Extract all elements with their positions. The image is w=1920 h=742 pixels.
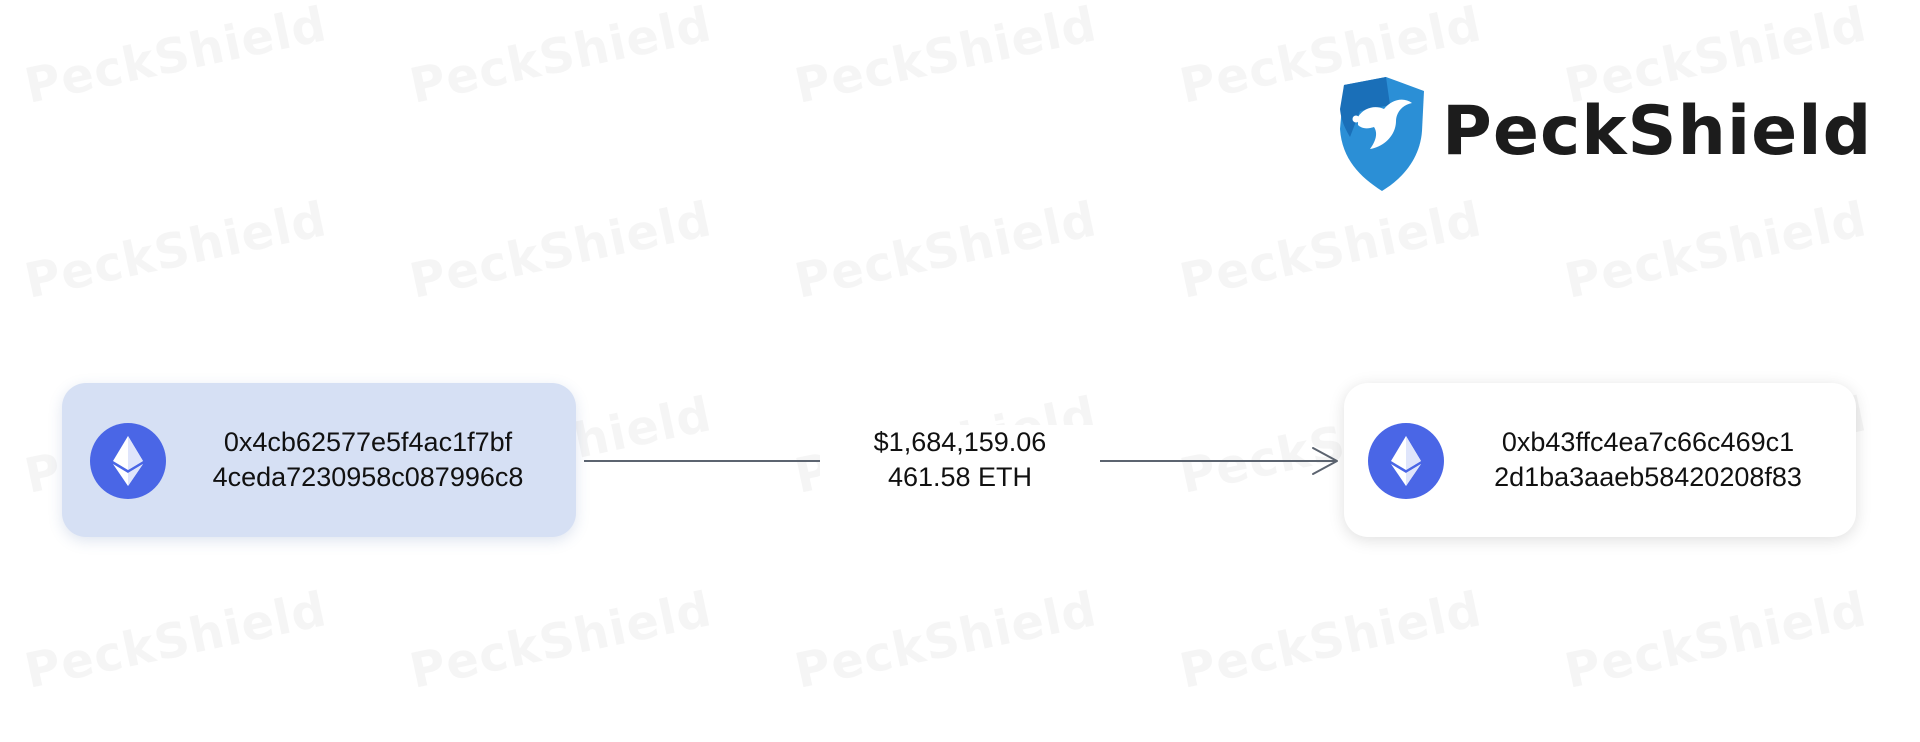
usd-amount: $1,684,159.06 bbox=[873, 427, 1047, 457]
ethereum-icon bbox=[90, 423, 166, 499]
source-address-line2: 4ceda7230958c087996c8 bbox=[212, 462, 524, 492]
source-address-line1: 0x4cb62577e5f4ac1f7bf bbox=[223, 427, 513, 457]
edge-arrowhead bbox=[1312, 447, 1338, 475]
source-address: 0x4cb62577e5f4ac1f7bf 4ceda7230958c08799… bbox=[182, 425, 554, 495]
transfer-amount-label: $1,684,159.06 461.58 ETH bbox=[820, 425, 1100, 495]
logo-text: PeckShield bbox=[1442, 92, 1873, 171]
ethereum-icon bbox=[1368, 423, 1444, 499]
peckshield-logo: PeckShield bbox=[1330, 75, 1873, 195]
target-address-line2: 2d1ba3aaeb58420208f83 bbox=[1494, 462, 1802, 492]
target-address-node[interactable]: 0xb43ffc4ea7c66c469c1 2d1ba3aaeb58420208… bbox=[1344, 383, 1856, 537]
eth-amount: 461.58 ETH bbox=[887, 462, 1033, 492]
shield-bird-icon bbox=[1340, 77, 1424, 191]
target-address-line1: 0xb43ffc4ea7c66c469c1 bbox=[1501, 427, 1795, 457]
source-address-node[interactable]: 0x4cb62577e5f4ac1f7bf 4ceda7230958c08799… bbox=[62, 383, 576, 537]
target-address: 0xb43ffc4ea7c66c469c1 2d1ba3aaeb58420208… bbox=[1462, 425, 1834, 495]
